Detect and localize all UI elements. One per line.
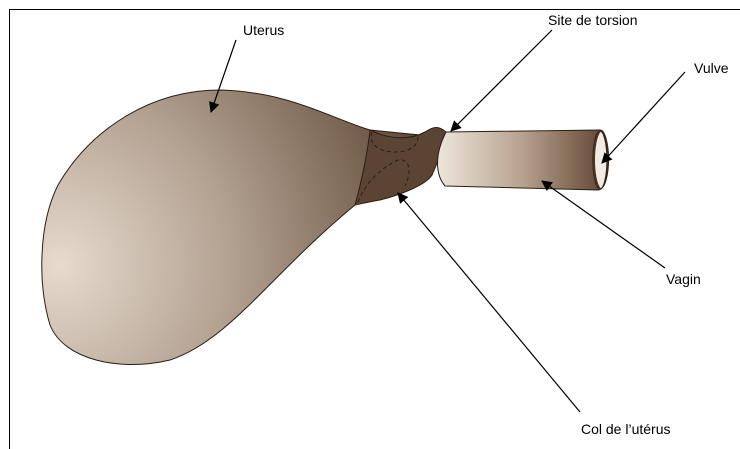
torsion-site-arrow xyxy=(451,30,552,131)
uterus-shape xyxy=(42,90,440,365)
uterine-torsion-diagram xyxy=(0,0,740,437)
vagina-arrow xyxy=(542,181,665,268)
cervix-shape xyxy=(355,127,446,205)
uterus-label: Uterus xyxy=(243,22,284,38)
vagina-label: Vagin xyxy=(666,271,701,287)
cervix-label: Col de l’utérus xyxy=(581,421,671,437)
vulva-label: Vulve xyxy=(694,60,729,76)
vagina-shape xyxy=(438,130,609,190)
vulva-arrow xyxy=(602,72,685,163)
torsion-site-label: Site de torsion xyxy=(548,12,638,28)
cervix-arrow xyxy=(398,193,580,412)
